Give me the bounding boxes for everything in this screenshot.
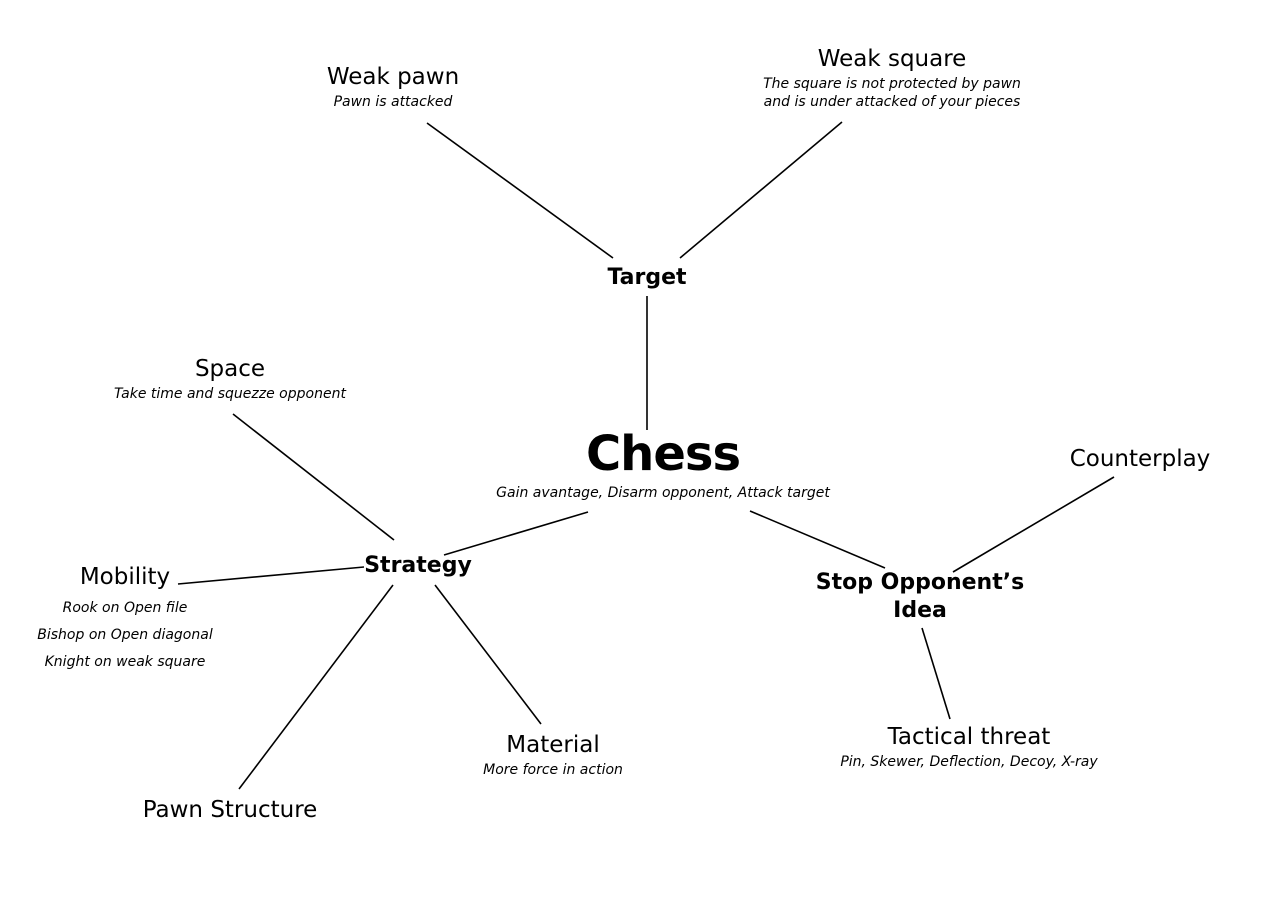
mobility-item: Knight on weak square: [44, 654, 206, 670]
edge-target-weak-pawn: [426, 122, 614, 259]
mobility-item: Bishop on Open diagonal: [37, 627, 213, 643]
center-node-chess: Chess Gain avantage, Disarm opponent, At…: [463, 426, 863, 502]
mobility-item: Rook on Open file: [62, 600, 188, 616]
leaf-material: Material More force in action: [443, 731, 663, 779]
leaf-title: Material: [506, 732, 600, 758]
leaf-weak-square: Weak square The square is not protected …: [732, 45, 1052, 111]
leaf-weak-pawn: Weak pawn Pawn is attacked: [293, 63, 493, 111]
leaf-title: Mobility: [79, 564, 171, 590]
edge-strategy-mobility: [177, 566, 365, 585]
edge-target-weak-square: [679, 121, 843, 259]
leaf-counterplay: Counterplay: [1040, 445, 1240, 473]
center-subtitle: Gain avantage, Disarm opponent, Attack t…: [496, 485, 830, 501]
hub-stop-line2: Idea: [893, 598, 947, 623]
leaf-title: Tactical threat: [887, 724, 1051, 750]
leaf-mobility: Mobility Rook on Open file Bishop on Ope…: [15, 563, 235, 671]
leaf-tactical-threat: Tactical threat Pin, Skewer, Deflection,…: [819, 723, 1119, 771]
edge-stop-idea-tactical-threat: [921, 627, 951, 720]
leaf-title: Space: [194, 356, 266, 382]
leaf-subtitle: Pawn is attacked: [333, 94, 453, 110]
hub-stop-opponents-idea: Stop Opponent’s Idea: [770, 569, 1070, 625]
leaf-subtitle-line1: The square is not protected by pawn: [763, 76, 1021, 92]
leaf-title: Weak pawn: [326, 64, 460, 90]
leaf-pawn-structure: Pawn Structure: [100, 796, 360, 824]
hub-strategy: Strategy: [364, 553, 472, 578]
center-title: Chess: [585, 426, 741, 482]
leaf-title: Pawn Structure: [142, 797, 318, 823]
leaf-subtitle: Pin, Skewer, Deflection, Decoy, X-ray: [840, 754, 1098, 770]
leaf-title: Weak square: [817, 46, 967, 72]
leaf-title: Counterplay: [1069, 446, 1211, 472]
hub-stop-line1: Stop Opponent’s: [815, 570, 1025, 595]
leaf-subtitle: Take time and squezze opponent: [114, 386, 346, 402]
edge-strategy-pawn-structure: [238, 584, 394, 790]
hub-target: Target: [607, 265, 687, 290]
leaf-subtitle: More force in action: [483, 762, 623, 778]
edge-stop-idea-counterplay: [952, 476, 1115, 573]
edge-chess-strategy: [443, 511, 589, 556]
leaf-space: Space Take time and squezze opponent: [90, 355, 370, 403]
edge-chess-stop-idea: [749, 510, 886, 569]
edge-strategy-space: [232, 413, 395, 541]
edge-strategy-material: [434, 584, 542, 725]
leaf-subtitle-line2: and is under attacked of your pieces: [763, 94, 1021, 110]
